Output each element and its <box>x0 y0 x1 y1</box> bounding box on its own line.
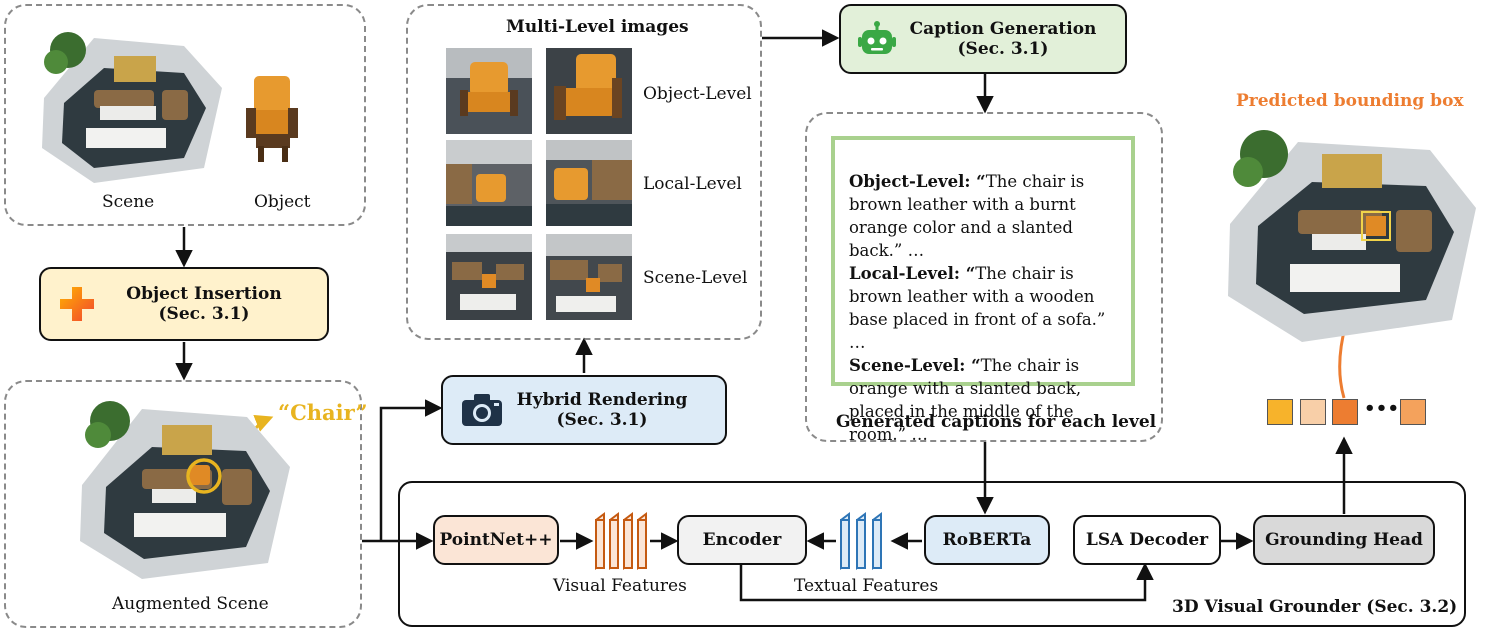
caption-gen-sec: (Sec. 3.1) <box>957 39 1049 59</box>
caption-local-head: Local-Level: “ <box>849 264 976 283</box>
token-ellipsis: • • • <box>1364 398 1399 419</box>
caption-object: Object-Level: “The chair is brown leathe… <box>849 170 1117 262</box>
plus-icon <box>60 287 94 321</box>
lsa-decoder-box: LSA Decoder <box>1073 515 1221 565</box>
textual-features-icon <box>840 512 882 570</box>
token-4 <box>1400 399 1426 425</box>
textual-features-label: Textual Features <box>794 576 939 596</box>
thumb-scene-2 <box>546 234 632 320</box>
hybrid-title: Hybrid Rendering <box>516 390 688 410</box>
scene-label: Scene <box>102 192 155 212</box>
hybrid-sec: (Sec. 3.1) <box>556 410 648 430</box>
grounding-head-box: Grounding Head <box>1253 515 1435 565</box>
grounder-title: 3D Visual Grounder (Sec. 3.2) <box>1172 597 1458 617</box>
caption-scene: Scene-Level: “The chair is orange with a… <box>849 354 1117 446</box>
augmented-scene-label: Augmented Scene <box>112 594 269 614</box>
arrow-encoder-to-lsa <box>739 562 1154 602</box>
object-insertion-sec: (Sec. 3.1) <box>158 304 250 324</box>
grounder-panel <box>398 481 1466 627</box>
encoder-box: Encoder <box>677 515 807 565</box>
caption-scene-head: Scene-Level: “ <box>849 356 981 375</box>
object-label: Object <box>254 192 311 212</box>
caption-text-box: Object-Level: “The chair is brown leathe… <box>831 136 1135 444</box>
thumb-local-2 <box>546 140 632 226</box>
caption-gen-title: Caption Generation <box>909 19 1097 39</box>
token-2 <box>1300 399 1326 425</box>
captions-panel <box>805 112 1163 442</box>
augmented-scene-panel <box>4 380 362 628</box>
pointnet-box: PointNet++ <box>433 515 559 565</box>
object-image <box>246 76 298 162</box>
highlight-circle-icon <box>186 458 222 494</box>
thumb-local-1 <box>446 140 532 226</box>
thumb-object-1 <box>446 48 532 134</box>
visual-features-icon <box>595 512 647 570</box>
row-label-scene: Scene-Level <box>643 268 748 288</box>
token-1 <box>1267 399 1293 425</box>
multilevel-panel <box>406 4 762 340</box>
row-label-local: Local-Level <box>643 174 742 194</box>
camera-icon <box>462 394 502 426</box>
predicted-scene-image <box>1228 130 1476 342</box>
thumb-scene-1 <box>446 234 532 320</box>
roberta-box: RoBERTa <box>924 515 1050 565</box>
token-3 <box>1332 399 1358 425</box>
robot-icon <box>858 21 896 54</box>
scene-object-panel <box>4 4 366 226</box>
thumb-object-2 <box>546 48 632 134</box>
predicted-label: Predicted bounding box <box>1236 91 1464 111</box>
arrow-to-hybrid <box>379 399 443 541</box>
caption-local: Local-Level: “The chair is brown leather… <box>849 262 1117 354</box>
caption-local-text: The chair is brown leather with a wooden… <box>849 264 1106 352</box>
caption-scene-text: The chair is orange with a slanted back,… <box>849 356 1082 444</box>
object-insertion-title: Object Insertion <box>126 284 282 304</box>
caption-object-text: The chair is brown leather with a burnt … <box>849 172 1085 260</box>
caption-object-head: Object-Level: “ <box>849 172 986 191</box>
chair-tag: “Chair” <box>278 400 368 425</box>
scene-image <box>42 32 222 183</box>
captions-footer: Generated captions for each level <box>836 412 1157 432</box>
visual-features-label: Visual Features <box>553 576 687 596</box>
row-label-object: Object-Level <box>643 84 752 104</box>
augmented-scene-image <box>80 401 290 579</box>
multilevel-title: Multi-Level images <box>506 17 689 37</box>
